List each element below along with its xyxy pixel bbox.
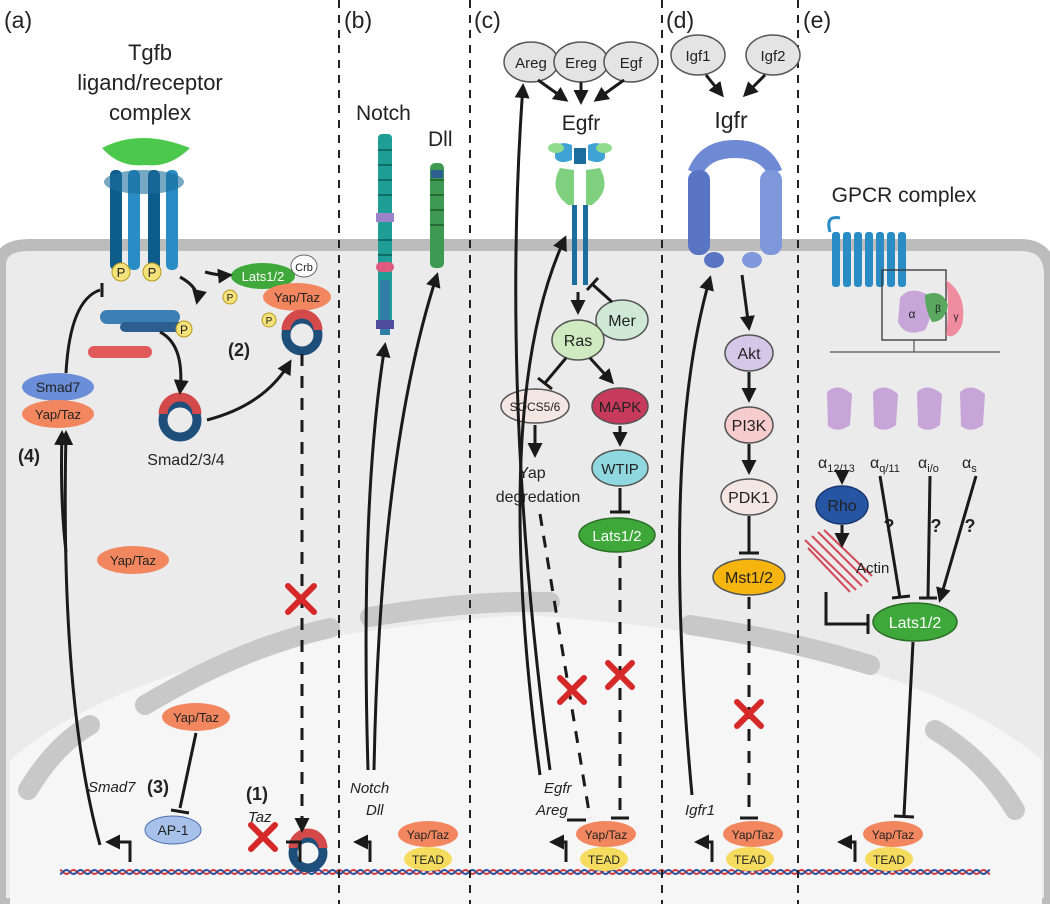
- egf-ligand-label: Egf: [620, 55, 643, 72]
- inhibit-x-c1: [557, 675, 587, 705]
- igfr-label: Igfr: [714, 107, 748, 133]
- crb-label: Crb: [295, 262, 313, 274]
- gene-igfr1-label: Igfr1: [685, 802, 715, 819]
- notch-label: Notch: [356, 102, 411, 125]
- lats-label-c: Lats1/2: [592, 528, 641, 545]
- mst-label: Mst1/2: [725, 570, 773, 587]
- wtip-label: WTIP: [601, 461, 639, 478]
- mapk-label: MAPK: [599, 399, 642, 416]
- rho-label: Rho: [827, 498, 856, 515]
- ras-label: Ras: [564, 333, 592, 350]
- alpha-q11-label: αq/11: [870, 455, 900, 475]
- panel-e: GPCR complex α β γ α12/13 α: [804, 184, 1000, 871]
- yaptaz-label-a2: Yap/Taz: [35, 407, 81, 422]
- gamma-label: γ: [954, 312, 959, 323]
- alpha-label: α: [909, 307, 916, 321]
- phospho-label-5: P: [266, 316, 273, 327]
- dll-ligand: [430, 163, 444, 268]
- panel-label-a: (a): [4, 7, 32, 33]
- pi3k-label: PI3K: [732, 418, 767, 435]
- panel-label-c: (c): [474, 7, 501, 33]
- socs-label: SOCS5/6: [510, 400, 561, 414]
- tgfb-title-line2: ligand/receptor: [77, 70, 223, 95]
- areg-ligand-label: Areg: [515, 55, 547, 72]
- ap1-label: AP-1: [157, 822, 188, 838]
- question-mark-3: ?: [965, 516, 976, 536]
- lats-label-a: Lats1/2: [242, 269, 285, 284]
- panel-label-b: (b): [344, 7, 372, 33]
- pdk1-label: PDK1: [728, 490, 770, 507]
- gpcr-title: GPCR complex: [832, 184, 977, 207]
- akt-label: Akt: [737, 346, 761, 363]
- yaptaz-label-e: Yap/Taz: [872, 828, 914, 842]
- yaptaz-label-a3: Yap/Taz: [110, 553, 156, 568]
- panel-a: Tgfb ligand/receptor complex P P P Smad2…: [18, 40, 331, 873]
- alpha-io-label: αi/o: [918, 455, 939, 475]
- inhibit-x-c2: [605, 660, 635, 690]
- yaptaz-label-a4: Yap/Taz: [173, 710, 219, 725]
- tgfb-receptor-complex: [102, 138, 190, 270]
- tgfb-title-line1: Tgfb: [128, 40, 172, 65]
- dna-strand: [60, 868, 990, 878]
- yaptaz-label-c: Yap/Taz: [585, 828, 627, 842]
- tead-label-d: TEAD: [734, 853, 766, 867]
- phospho-label-1: P: [117, 265, 126, 280]
- panel-c: Areg Ereg Egf Egfr Mer Ras SOCS5/6 MAPK …: [496, 41, 659, 871]
- tead-label-e: TEAD: [873, 853, 905, 867]
- egfr-label: Egfr: [562, 112, 601, 135]
- igfr-receptor: [688, 140, 782, 268]
- gene-areg-label: Areg: [535, 802, 568, 819]
- step3-label: (3): [147, 777, 169, 797]
- cell-body: [0, 239, 1050, 904]
- phospho-label-2: P: [148, 265, 157, 280]
- step1-label: (1): [246, 784, 268, 804]
- panel-b: Notch Dll Notch Dll Yap/: [350, 102, 458, 871]
- panel-d: Igf1 Igf2 Igfr Akt PI3K PDK1 Mst1/2 Igfr…: [670, 34, 801, 871]
- phospho-label-4: P: [227, 293, 234, 304]
- step2-label: (2): [228, 340, 250, 360]
- question-mark-2: ?: [931, 516, 942, 536]
- phospho-label-3: P: [180, 323, 188, 337]
- alpha-s-label: αs: [962, 455, 977, 475]
- actin-fibers: [804, 529, 873, 593]
- ereg-ligand-label: Ereg: [565, 55, 597, 72]
- yaptaz-label-b: Yap/Taz: [407, 828, 449, 842]
- yaptaz-label-d: Yap/Taz: [732, 828, 774, 842]
- panel-label-e: (e): [803, 7, 831, 33]
- beta-label: β: [935, 304, 941, 315]
- gene-smad7-label: Smad7: [88, 779, 136, 796]
- mer-label: Mer: [608, 313, 636, 330]
- notch-receptor: [376, 134, 394, 335]
- smad234-label: Smad2/3/4: [147, 452, 224, 469]
- smad7-label: Smad7: [36, 379, 81, 395]
- actin-label: Actin: [856, 560, 889, 577]
- gene-egfr-label: Egfr: [544, 780, 573, 797]
- inhibit-x-a1: [285, 583, 317, 615]
- yap-deg-line1: Yap: [518, 465, 545, 482]
- panel-label-d: (d): [666, 7, 694, 33]
- dll-label: Dll: [428, 128, 453, 151]
- tead-label-b: TEAD: [412, 853, 444, 867]
- gene-dll-label: Dll: [366, 802, 384, 819]
- lats-label-e: Lats1/2: [889, 615, 942, 632]
- igf1-label: Igf1: [685, 48, 710, 65]
- yap-deg-line2: degredation: [496, 489, 581, 506]
- panel-dividers: [338, 0, 799, 904]
- egfr-receptor: [548, 143, 612, 285]
- step4-label: (4): [18, 446, 40, 466]
- tead-label-c: TEAD: [588, 853, 620, 867]
- tgfb-title-line3: complex: [109, 100, 191, 125]
- gene-notch-label: Notch: [350, 780, 389, 797]
- igf2-label: Igf2: [760, 48, 785, 65]
- inhibit-x-a2: [248, 822, 278, 852]
- yaptaz-label-a1: Yap/Taz: [274, 290, 320, 305]
- gene-taz-label: Taz: [248, 809, 272, 826]
- inhibit-x-d: [734, 699, 764, 729]
